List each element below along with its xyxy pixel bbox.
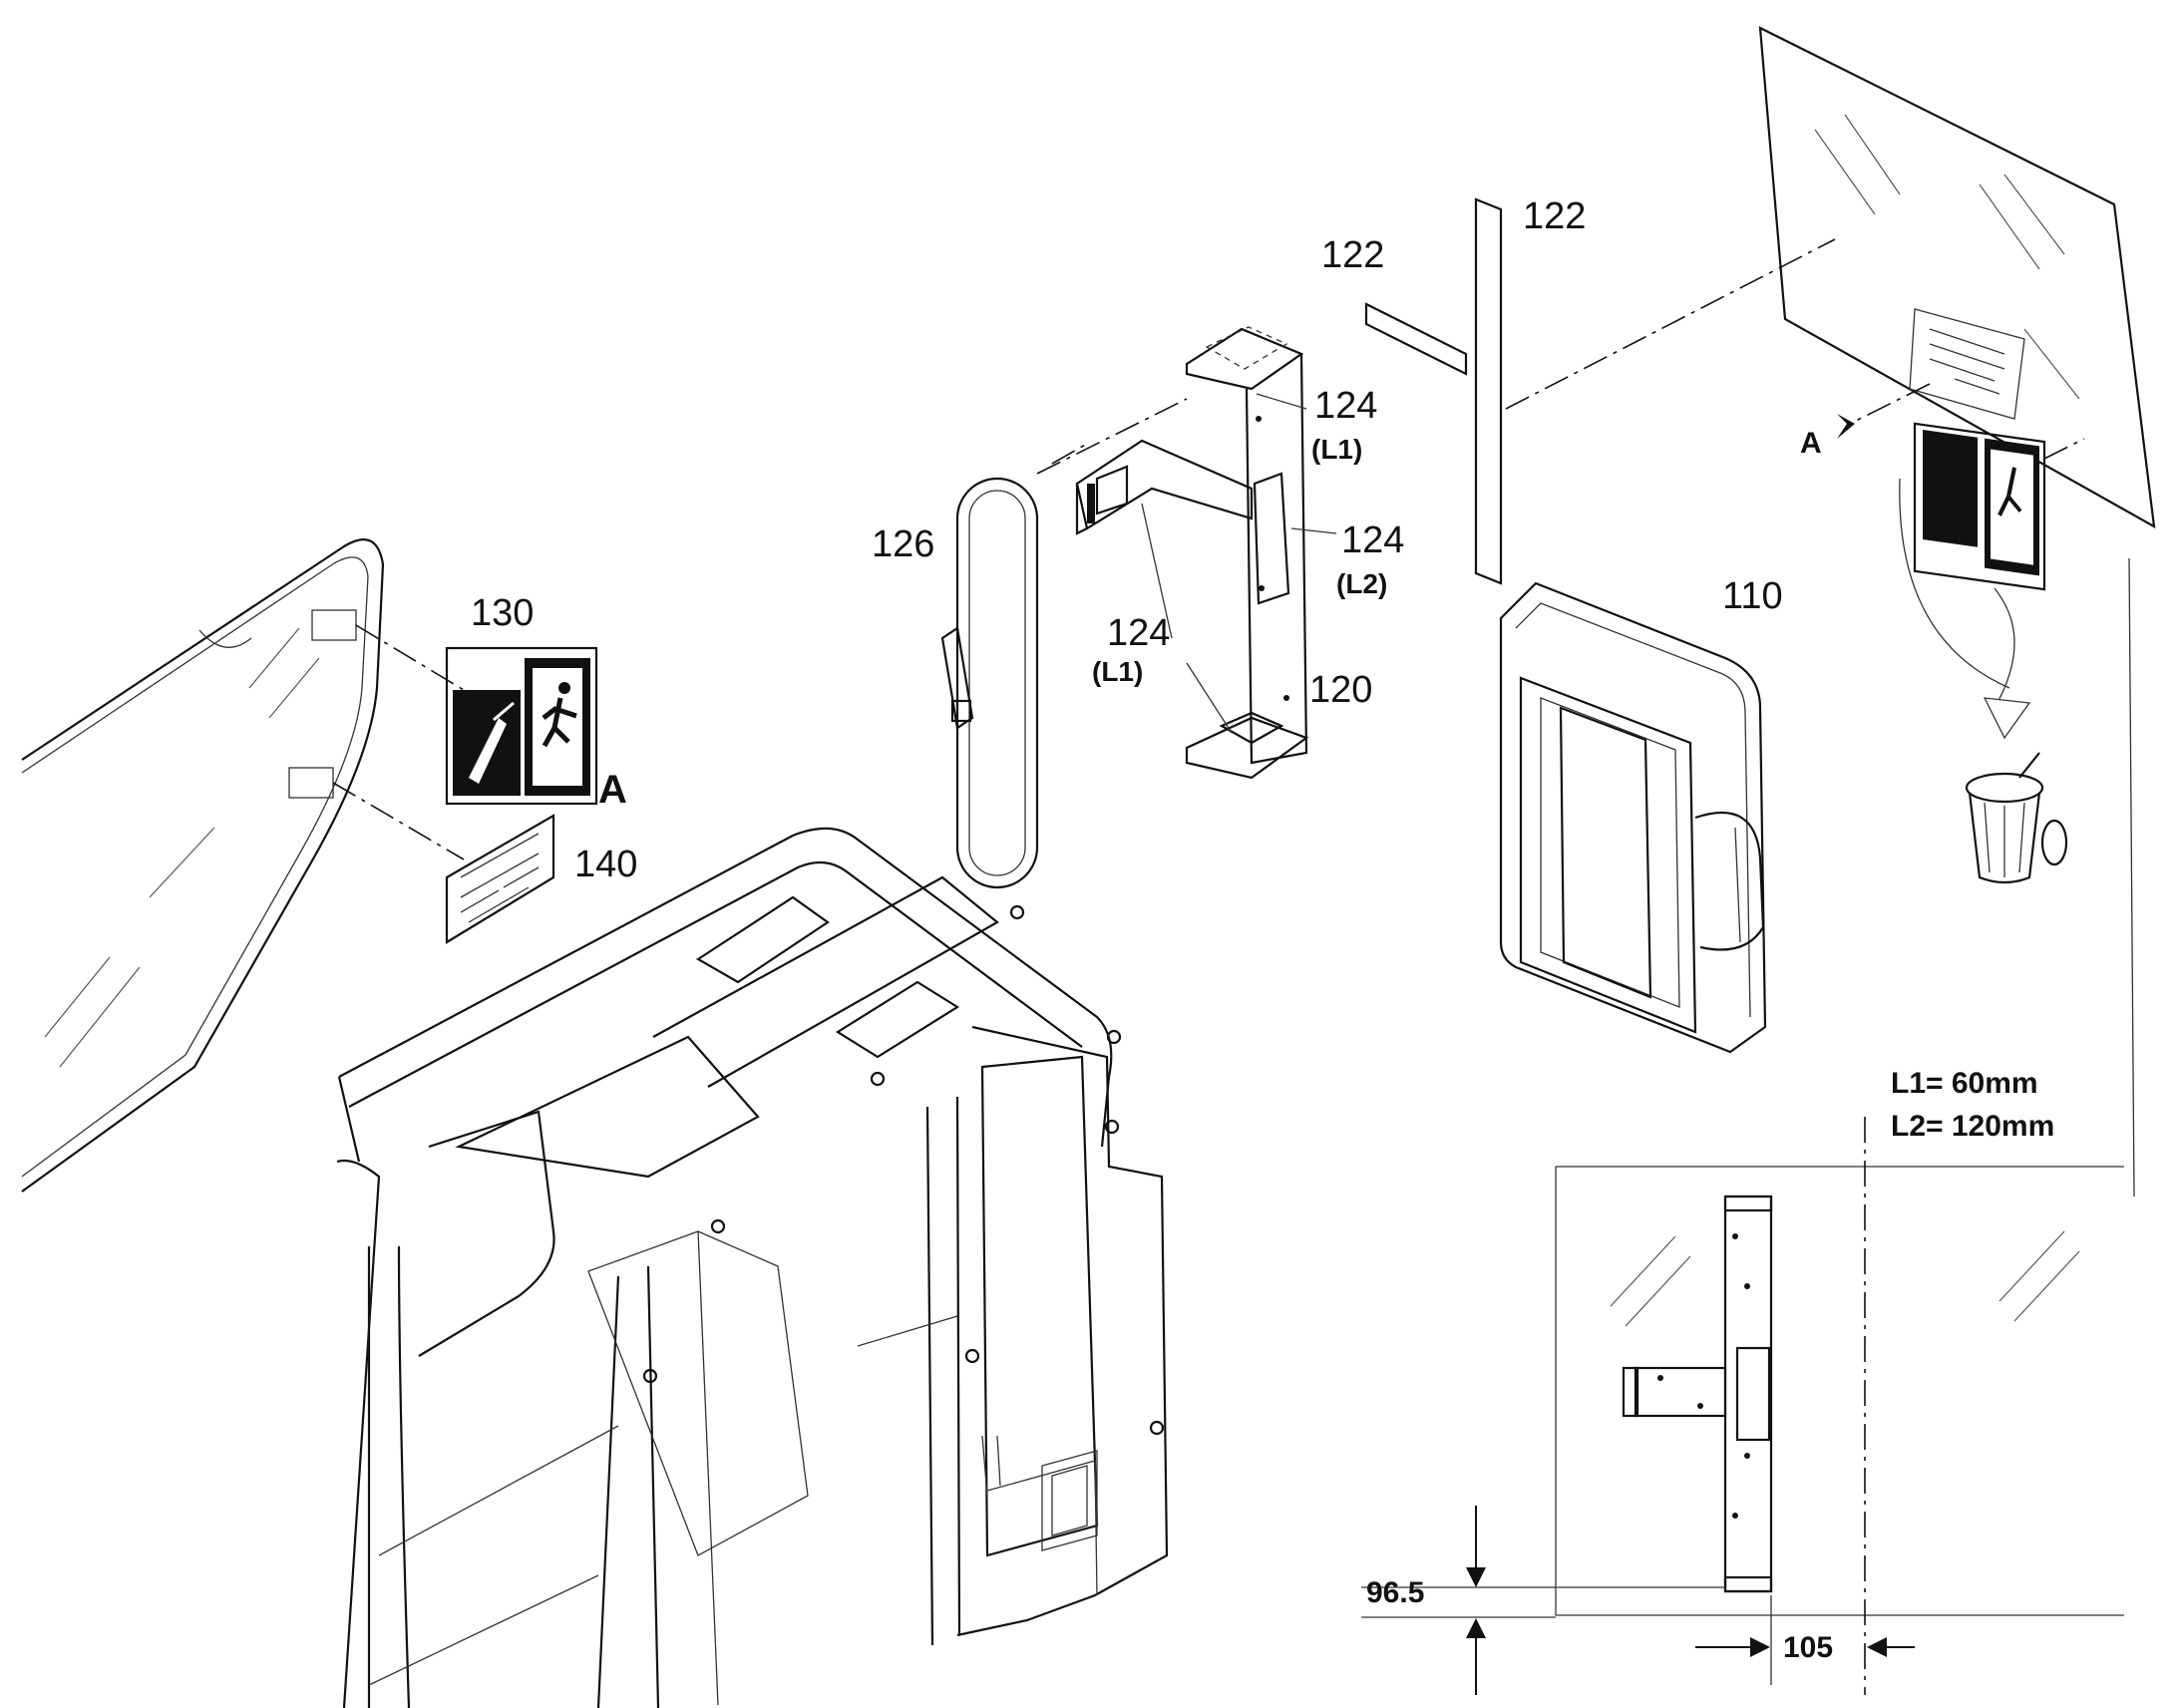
first-aid-kit-icon bbox=[1499, 581, 1767, 1054]
trash-bin-icon bbox=[1965, 752, 2068, 884]
view-arrow-icon bbox=[1837, 414, 1855, 439]
windshield-glass bbox=[21, 538, 470, 1193]
callout-126: 126 bbox=[872, 523, 935, 565]
window-decal bbox=[1913, 422, 2085, 591]
leader-lines bbox=[1141, 393, 1337, 734]
t-bracket-detail bbox=[1622, 1195, 1773, 1593]
pad-122-long bbox=[1474, 197, 1503, 585]
window-glass bbox=[1758, 26, 2156, 529]
pad-122-small bbox=[1364, 302, 1468, 376]
dimension-vertical: 96.5 bbox=[1366, 1576, 1425, 1609]
strap-126 bbox=[940, 477, 1039, 889]
view-marker-a-right: A bbox=[1800, 427, 1822, 460]
callout-124-l1-top-sub: (L1) bbox=[1311, 434, 1363, 465]
detail-view bbox=[1361, 557, 2135, 1695]
callout-122-small: 122 bbox=[1321, 234, 1385, 276]
callout-140: 140 bbox=[574, 844, 638, 885]
callout-120: 120 bbox=[1309, 669, 1373, 711]
callout-130: 130 bbox=[471, 592, 535, 634]
legend-l1: L1= 60mm bbox=[1891, 1067, 2038, 1100]
callout-124-l2: 124 bbox=[1341, 519, 1405, 561]
cab-frame bbox=[336, 827, 1169, 1708]
callout-124-l1-top: 124 bbox=[1314, 385, 1378, 427]
callout-110: 110 bbox=[1722, 575, 1783, 617]
callout-122-long: 122 bbox=[1523, 195, 1587, 237]
callout-124-l1-low-sub: (L1) bbox=[1092, 656, 1144, 687]
discard-arrows bbox=[1899, 478, 2031, 740]
callout-124-l1-low: 124 bbox=[1107, 612, 1171, 654]
legend-l2: L2= 120mm bbox=[1891, 1110, 2055, 1143]
callout-124-l2-sub: (L2) bbox=[1336, 568, 1388, 599]
decal-140 bbox=[445, 814, 555, 944]
decal-130 bbox=[445, 646, 598, 806]
view-marker-a-left: A bbox=[598, 768, 627, 812]
dimension-horizontal: 105 bbox=[1783, 1631, 1834, 1664]
bracket-120 bbox=[1075, 326, 1309, 780]
